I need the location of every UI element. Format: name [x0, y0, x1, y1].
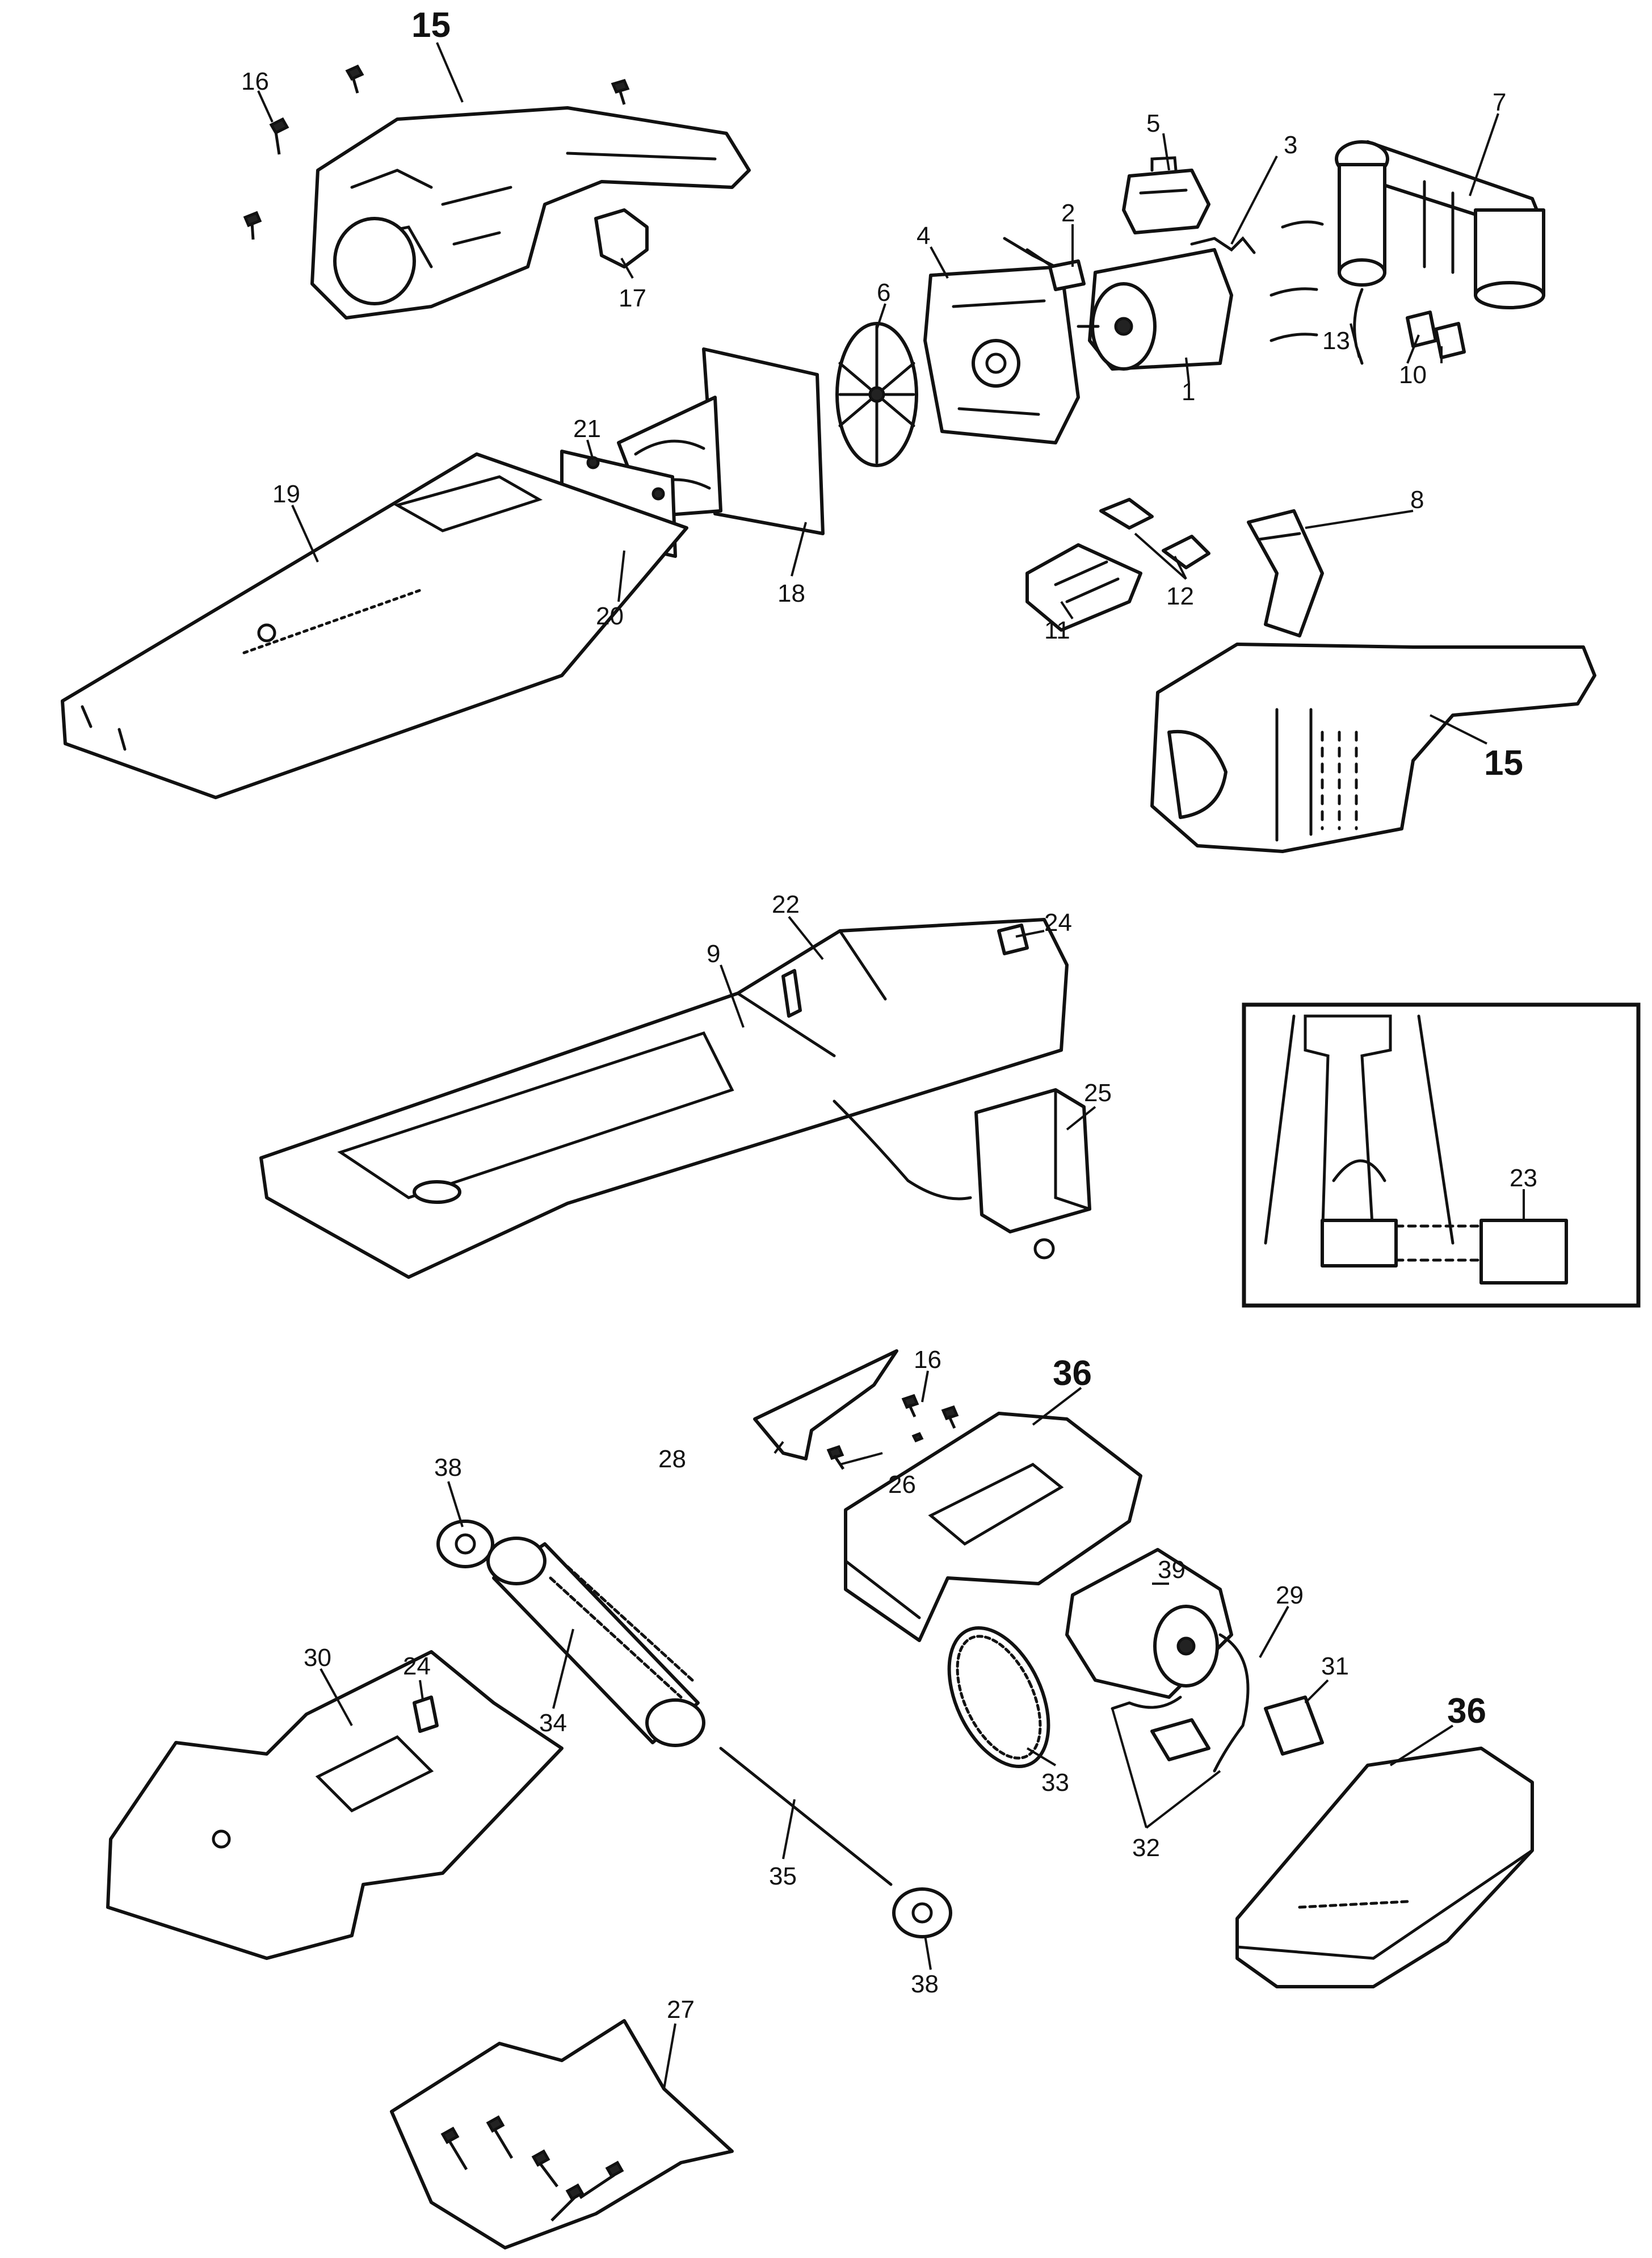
contact-spring [1190, 236, 1256, 254]
label-6: 6 [877, 279, 890, 307]
brush-motor-wiring [1111, 1633, 1250, 1773]
label-34: 34 [539, 1709, 567, 1737]
label-20: 20 [596, 602, 624, 630]
label-28: 28 [658, 1445, 686, 1473]
brush-motor [1065, 1548, 1233, 1699]
brush-housing-upper [844, 1412, 1142, 1642]
brush-base-plate [106, 1650, 564, 1960]
charger-transformer [833, 1088, 1091, 1260]
label-2: 2 [1061, 199, 1075, 227]
motor-terminal [1003, 237, 1086, 291]
battery-pack [1335, 140, 1545, 309]
label-18: 18 [777, 580, 805, 607]
label-16-upper: 16 [241, 68, 269, 95]
screws-upper [243, 64, 630, 240]
label-10: 10 [1399, 361, 1427, 389]
brush-roll [486, 1537, 705, 1747]
label-36-upper: 36 [1053, 1354, 1092, 1393]
end-bearing-upper [436, 1520, 494, 1568]
charge-contacts [1025, 498, 1210, 632]
leader-lines [257, 42, 1525, 2089]
label-32: 32 [1132, 1834, 1160, 1862]
label-7: 7 [1493, 89, 1506, 116]
screws-brush [826, 1394, 959, 1470]
label-24-base: 24 [1044, 909, 1072, 937]
label-31: 31 [1321, 1652, 1349, 1680]
dust-bowl [61, 452, 688, 799]
label-39: 39 [1158, 1556, 1186, 1584]
label-23: 23 [1510, 1164, 1537, 1192]
label-8: 8 [1410, 486, 1424, 514]
switch-assembly [1122, 156, 1210, 234]
label-22: 22 [772, 891, 800, 918]
fan-impeller [835, 322, 918, 467]
label-11: 11 [1044, 616, 1070, 644]
label-24-brush: 24 [403, 1652, 431, 1680]
label-21: 21 [573, 415, 601, 443]
label-9: 9 [707, 940, 720, 968]
label-13: 13 [1322, 327, 1350, 355]
part-number-labels: 15 16 17 5 3 2 4 6 1 7 13 10 21 19 8 20 … [241, 6, 1537, 2024]
lower-housing-half [1150, 643, 1596, 853]
label-16-lower: 16 [914, 1346, 941, 1374]
label-33: 33 [1041, 1769, 1069, 1797]
brush-contact-plate [1264, 1695, 1324, 1756]
hardware-bag [390, 2019, 734, 2249]
label-25: 25 [1084, 1079, 1112, 1107]
motor [1077, 248, 1233, 371]
upper-housing-half [310, 106, 751, 320]
brush-cover-lower [1235, 1747, 1534, 1988]
brush-shaft [719, 1747, 893, 1886]
label-1: 1 [1182, 378, 1195, 406]
label-30: 30 [304, 1644, 331, 1672]
label-38-upper: 38 [434, 1454, 462, 1481]
label-4: 4 [917, 222, 930, 250]
label-36-lower: 36 [1447, 1692, 1486, 1731]
label-15-lower: 15 [1484, 744, 1523, 783]
battery-wires [1270, 220, 1466, 365]
label-19: 19 [272, 480, 300, 508]
label-35: 35 [769, 1862, 797, 1890]
drive-belt [947, 1626, 1050, 1769]
end-bearing-lower [892, 1887, 952, 1938]
fan-housing-plate [923, 265, 1080, 444]
label-27: 27 [667, 1996, 695, 2024]
brush-cover-clip [753, 1349, 898, 1460]
wall-mount-inset [1242, 1002, 1641, 1308]
label-5: 5 [1146, 110, 1160, 137]
label-38-lower: 38 [911, 1970, 939, 1998]
latch [1247, 509, 1324, 637]
label-12: 12 [1166, 582, 1194, 610]
label-17: 17 [619, 284, 646, 312]
label-26: 26 [888, 1471, 916, 1499]
label-29: 29 [1276, 1581, 1304, 1609]
label-15-upper: 15 [411, 6, 451, 45]
clip-part [594, 208, 649, 268]
charger-base [259, 918, 1069, 1279]
label-3: 3 [1284, 131, 1297, 159]
